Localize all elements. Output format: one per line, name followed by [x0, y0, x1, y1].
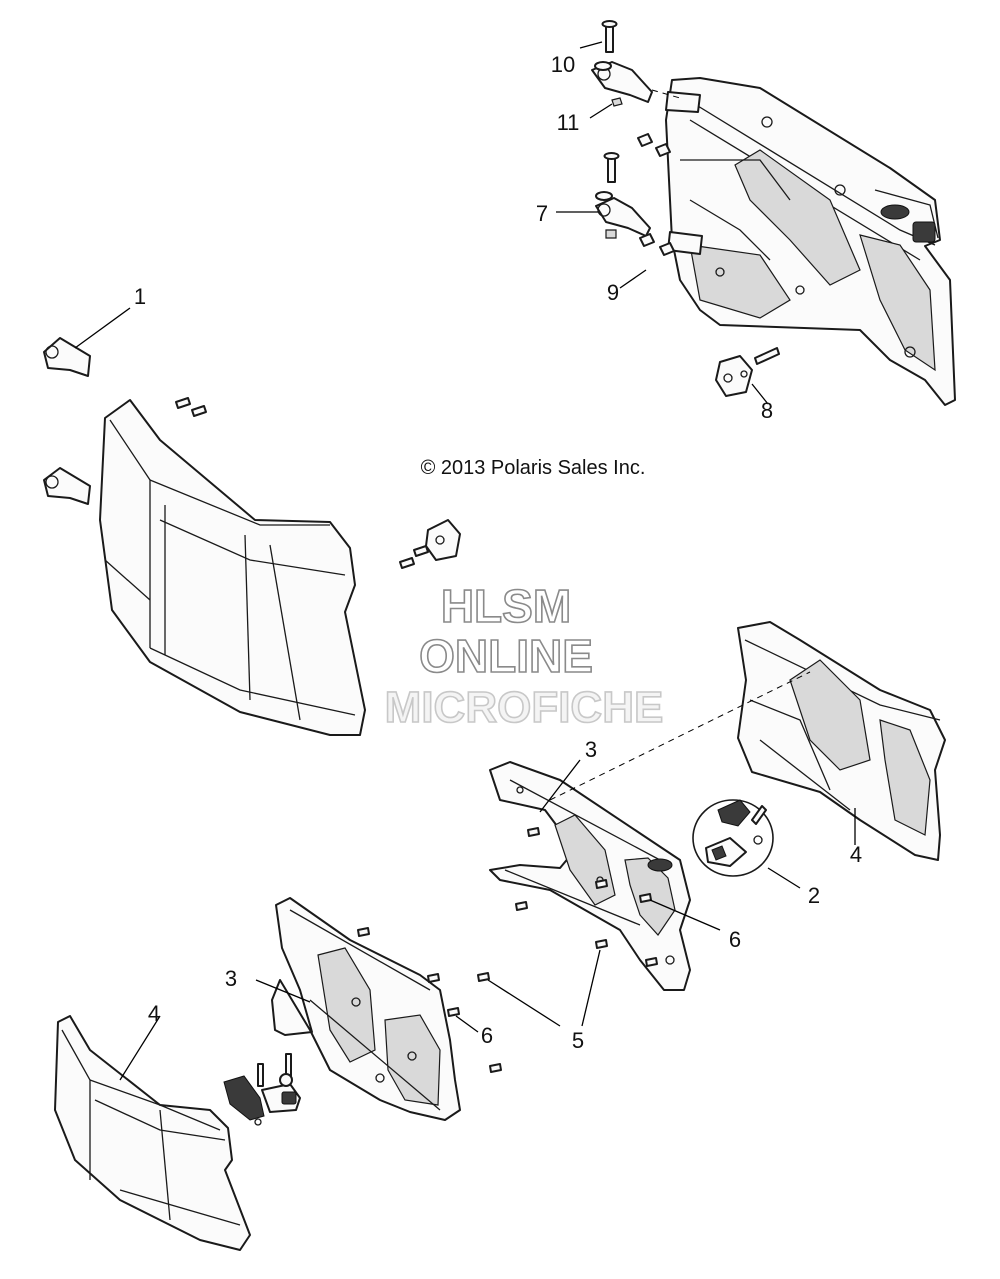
- hinge-1: [43, 337, 91, 505]
- callout-3-lower: 3: [225, 966, 237, 991]
- callout-7: 7: [536, 201, 548, 226]
- striker-plate-left: [425, 519, 461, 561]
- callout-1: 1: [134, 284, 146, 309]
- callout-labels: 1 10 11 7 9 8 3 2 4 6 3 4 6 5: [134, 52, 862, 1053]
- callout-11: 11: [557, 110, 580, 135]
- door-panel-left: [99, 399, 366, 736]
- watermark-line3: MICROFICHE: [385, 683, 664, 732]
- screws-left-panel: [175, 397, 429, 569]
- hinge-upper-top: [591, 20, 653, 107]
- callout-3-upper: 3: [585, 737, 597, 762]
- dashed-line-lower: [549, 671, 811, 801]
- callout-6-right: 6: [729, 927, 741, 952]
- door-frame-top-right: [665, 77, 956, 406]
- callout-4-left: 4: [148, 1001, 160, 1026]
- latch-assembly-2: [692, 799, 774, 877]
- callout-2: 2: [808, 883, 820, 908]
- callout-9: 9: [607, 280, 619, 305]
- callout-6-left: 6: [481, 1023, 493, 1048]
- leader-lines: [74, 41, 856, 1081]
- callout-4-right: 4: [850, 842, 862, 867]
- door-frame-3-lower: [271, 897, 461, 1121]
- door-frame-3-upper: [489, 761, 691, 991]
- hinge-upper-mid: [595, 152, 651, 239]
- copyright-text: © 2013 Polaris Sales Inc.: [421, 457, 646, 479]
- callout-5: 5: [572, 1028, 584, 1053]
- small-screws-center: [357, 827, 658, 1073]
- door-panel-4-lower: [54, 1015, 251, 1251]
- watermark-line1: HLSM: [441, 580, 571, 632]
- latch-parts-lower: [223, 1053, 301, 1126]
- dashed-line-top: [651, 89, 681, 99]
- callout-8: 8: [761, 398, 773, 423]
- screws-top: [637, 133, 675, 256]
- callout-10: 10: [551, 52, 575, 77]
- watermark: HLSM ONLINE MICROFICHE: [384, 579, 664, 733]
- watermark-line2: ONLINE: [419, 630, 593, 682]
- striker-plate-8: [715, 347, 780, 397]
